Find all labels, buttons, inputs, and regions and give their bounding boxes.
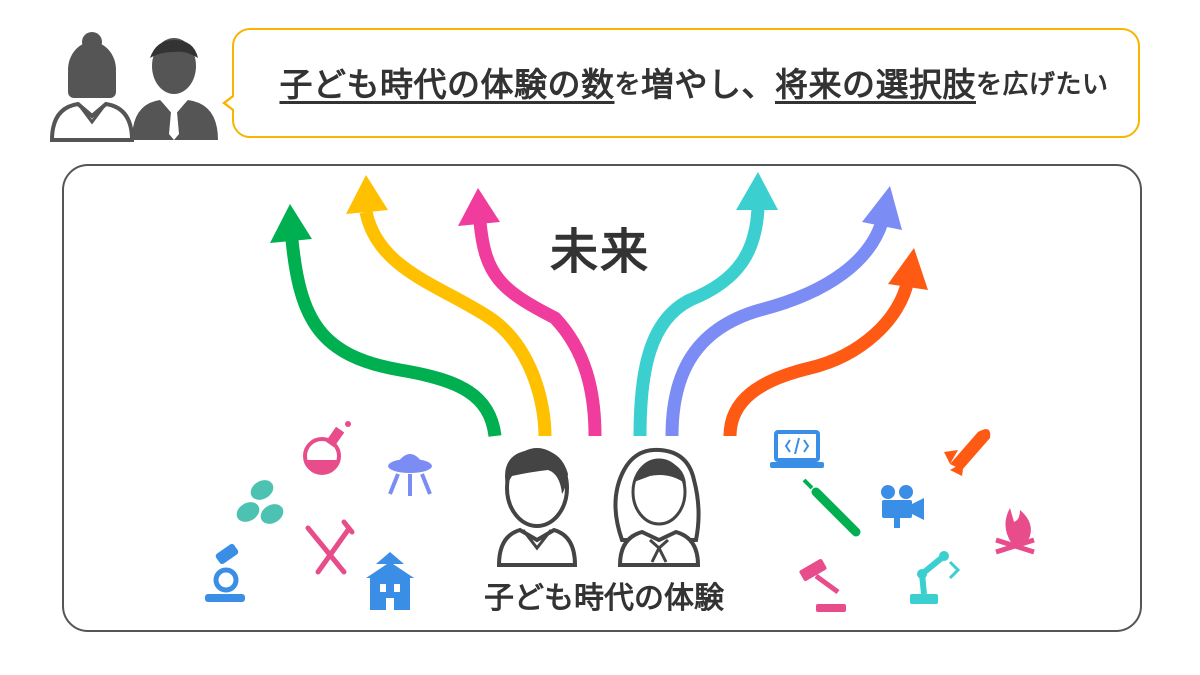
- ufo-icon: [388, 454, 432, 496]
- speech-bubble: [232, 28, 1140, 138]
- headline-segment: を: [614, 69, 641, 100]
- headline-segment: を広げたい: [976, 69, 1109, 100]
- flask-icon: [303, 421, 351, 475]
- arrowhead-teal: [736, 172, 778, 210]
- arrow-orange: [723, 278, 915, 437]
- arrowhead-yellow: [346, 175, 388, 214]
- microscope-icon: [205, 543, 245, 602]
- baseball-bat-icon: [802, 478, 861, 537]
- headline-segment: 子ども時代の体験の数: [279, 65, 615, 104]
- rocket-icon: [944, 429, 991, 476]
- arrowhead-purple: [862, 186, 902, 230]
- headline-segment: 増やし、: [641, 65, 775, 104]
- arrow-green: [285, 239, 502, 438]
- arrow-pink: [473, 221, 602, 437]
- arrow-teal: [633, 207, 765, 437]
- leaves-icon: [236, 480, 284, 524]
- castle-icon: [366, 552, 414, 610]
- headline: 子ども時代の体験の数を増やし、将来の選択肢を広げたい: [248, 52, 1140, 112]
- arrowhead-pink: [458, 188, 500, 226]
- gavel-icon: [799, 559, 846, 612]
- headline-segment: 将来の選択肢: [775, 65, 976, 104]
- laptop-code-icon: [770, 430, 824, 468]
- robot-arm-icon: [910, 551, 961, 604]
- movie-camera-icon: [881, 485, 924, 528]
- campfire-icon: [995, 508, 1035, 555]
- fork-knife-icon: [305, 519, 355, 575]
- arrow-yellow: [359, 210, 552, 437]
- kids-label: 子ども時代の体験: [444, 576, 764, 626]
- future-label: 未来: [549, 224, 650, 280]
- arrow-purple: [665, 219, 889, 437]
- arrowhead-orange: [888, 248, 928, 290]
- arrowhead-green: [270, 204, 312, 243]
- diagram-frame: [62, 164, 1142, 632]
